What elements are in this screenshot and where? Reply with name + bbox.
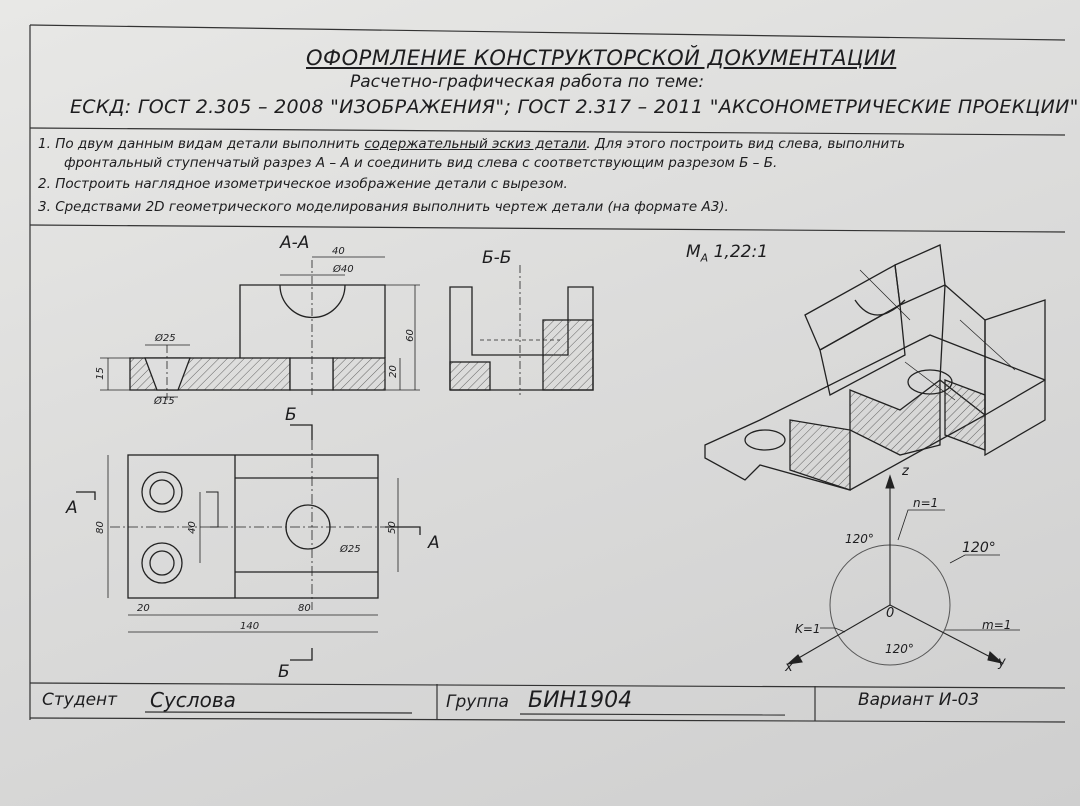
task-1-line-1: 1. По двум данным видам детали выполнить… bbox=[38, 136, 905, 152]
dim-dia40: Ø40 bbox=[333, 264, 354, 275]
task-3-num: 3. bbox=[38, 199, 51, 215]
task-2-text: Построить наглядное изометрическое изобр… bbox=[55, 176, 568, 192]
axis-origin-label: 0 bbox=[886, 606, 895, 621]
axis-y-label: y bbox=[998, 655, 1006, 670]
top-view-drawing bbox=[76, 424, 421, 661]
task-1-line-2: фронтальный ступенчатый разрез А – А и с… bbox=[64, 155, 778, 171]
task-2-num: 2. bbox=[38, 176, 51, 192]
cut-b-top: Б bbox=[285, 405, 297, 425]
task-3: 3. Средствами 2D геометрического моделир… bbox=[38, 199, 729, 215]
dim-80-bottom: 80 bbox=[298, 603, 311, 614]
dim-dia15: Ø15 bbox=[154, 396, 175, 407]
dim-40: 40 bbox=[332, 246, 345, 257]
dim-60: 60 bbox=[404, 329, 416, 342]
doc-standards: ЕСКД: ГОСТ 2.305 – 2008 "ИЗОБРАЖЕНИЯ"; Г… bbox=[70, 96, 1079, 118]
group-label: Группа bbox=[446, 692, 509, 712]
section-aa-title: А-А bbox=[280, 233, 310, 253]
dim-15: 15 bbox=[94, 367, 106, 380]
variant-label: Вариант И-03 bbox=[858, 690, 979, 710]
task-1-text-a: По двум данным видам детали выполнить bbox=[55, 136, 365, 152]
axis-m-label: m=1 bbox=[982, 618, 1012, 632]
group-value: БИН1904 bbox=[528, 688, 633, 713]
isometric-drawing bbox=[704, 244, 1046, 491]
task-1-text-underlined: содержательный эскиз детали bbox=[364, 136, 587, 152]
cut-a-left: А bbox=[66, 498, 78, 518]
dim-20-bottom: 20 bbox=[137, 603, 150, 614]
cut-b-bottom: Б bbox=[278, 662, 290, 682]
section-bb-drawing bbox=[449, 265, 594, 395]
student-value: Суслова bbox=[150, 688, 236, 712]
dim-20: 20 bbox=[387, 365, 399, 378]
axis-k-label: K=1 bbox=[795, 622, 821, 636]
doc-title: ОФОРМЛЕНИЕ КОНСТРУКТОРСКОЙ ДОКУМЕНТАЦИИ bbox=[306, 46, 897, 70]
task-3-text: Средствами 2D геометрического моделирова… bbox=[55, 199, 729, 215]
scale-sub: A bbox=[700, 251, 709, 265]
task-1-num: 1. bbox=[38, 136, 51, 152]
student-label: Студент bbox=[42, 690, 118, 710]
dim-80-vertical: 80 bbox=[94, 521, 106, 534]
dim-dia25: Ø25 bbox=[340, 544, 361, 555]
variant-value: И-03 bbox=[938, 690, 980, 710]
scale-value: 1,22:1 bbox=[713, 242, 769, 262]
section-aa-drawing bbox=[100, 256, 420, 400]
angle-label-1: 120° bbox=[845, 532, 874, 546]
axis-x-label: x bbox=[785, 660, 793, 675]
axis-diagram bbox=[786, 474, 1020, 666]
scale-m: M bbox=[686, 242, 701, 262]
dim-40-vertical: 40 bbox=[186, 521, 198, 534]
axis-z-label: z bbox=[902, 464, 909, 479]
cut-a-right: А bbox=[428, 533, 440, 553]
dim-50: 50 bbox=[386, 521, 398, 534]
task-1-text-b: . Для этого построить вид слева, выполни… bbox=[586, 136, 906, 152]
angle-label-2: 120° bbox=[962, 540, 996, 556]
scale-label: MA 1,22:1 bbox=[686, 242, 768, 264]
dim-dia25-top: Ø25 bbox=[155, 333, 176, 344]
variant-label-text: Вариант bbox=[858, 690, 934, 710]
angle-label-3: 120° bbox=[885, 642, 914, 656]
axis-n-label: n=1 bbox=[913, 496, 939, 510]
dim-140: 140 bbox=[240, 621, 260, 632]
task-2: 2. Построить наглядное изометрическое из… bbox=[38, 176, 568, 192]
doc-subtitle: Расчетно-графическая работа по теме: bbox=[350, 72, 705, 92]
section-bb-title: Б-Б bbox=[482, 248, 512, 268]
